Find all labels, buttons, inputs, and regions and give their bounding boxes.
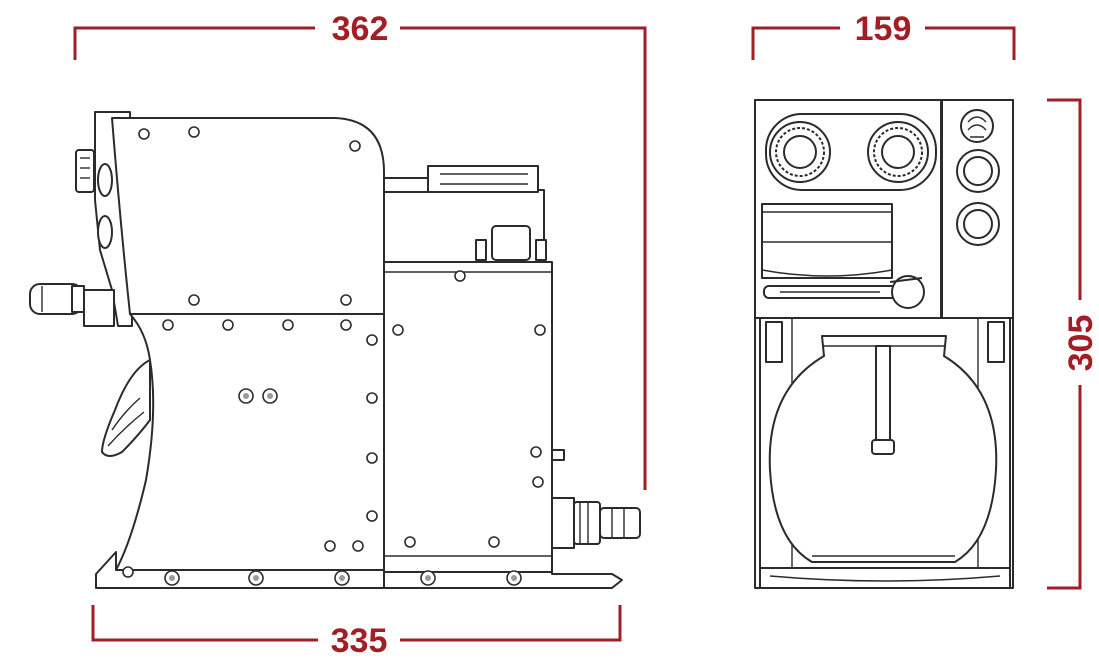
dimension-335: 335 (91, 605, 622, 660)
side-knob-upper (75, 149, 95, 193)
dimension-362-label: 362 (332, 10, 389, 48)
steam-symbol-icon (960, 109, 994, 143)
hose-fitting (551, 497, 641, 549)
front-tray (759, 567, 1011, 589)
knob-right (867, 121, 929, 183)
side-knob-profile-1 (97, 163, 113, 197)
dimension-159-label: 159 (855, 10, 912, 48)
dimension-305: 305 (1047, 98, 1099, 590)
side-box (383, 261, 553, 573)
spout (871, 345, 895, 455)
dimension-335-label: 335 (331, 622, 388, 660)
round-button-2 (956, 202, 1000, 246)
front-lever (763, 275, 925, 309)
dimension-305-label: 305 (1062, 315, 1099, 372)
round-button-1 (956, 149, 1000, 193)
side-view (29, 111, 641, 589)
front-view (754, 99, 1014, 589)
connector-block (427, 165, 539, 193)
grip (101, 359, 151, 457)
side-handle (29, 283, 115, 327)
upper-body (111, 117, 385, 315)
knob-left (769, 121, 831, 183)
front-slot (761, 203, 893, 279)
screws-side (122, 126, 546, 586)
side-knob-profile-2 (97, 215, 113, 249)
dimension-362: 362 (73, 10, 647, 490)
dimension-159: 159 (751, 10, 1016, 60)
lower-body (115, 313, 385, 571)
drip-foot (383, 571, 623, 589)
top-switch (491, 225, 531, 261)
